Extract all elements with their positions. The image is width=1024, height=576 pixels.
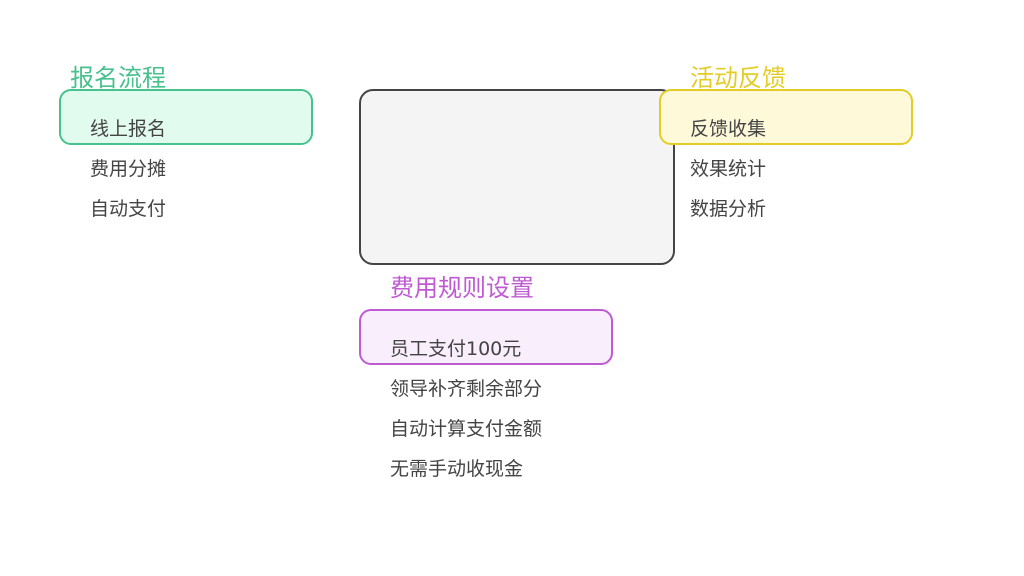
fee-rules-item-employee-pay: 员工支付100元 xyxy=(390,338,522,360)
registration-highlight-box xyxy=(59,89,313,145)
fee-rules-item-leader-topup: 领导补齐剩余部分 xyxy=(390,378,543,400)
fee-rules-item-auto-calculate: 自动计算支付金额 xyxy=(390,418,543,440)
fee-rules-title: 费用规则设置 xyxy=(390,274,534,302)
fee-rules-item-no-cash: 无需手动收现金 xyxy=(390,458,524,480)
registration-item-auto-payment: 自动支付 xyxy=(90,198,167,220)
fee-rules-highlight-box xyxy=(359,309,613,365)
feedback-highlight-box xyxy=(659,89,913,145)
feedback-item-analysis: 数据分析 xyxy=(690,198,767,220)
registration-item-cost-sharing: 费用分摊 xyxy=(90,158,167,180)
center-box xyxy=(359,89,675,265)
feedback-item-statistics: 效果统计 xyxy=(690,158,767,180)
feedback-item-collection: 反馈收集 xyxy=(690,118,767,140)
feedback-title: 活动反馈 xyxy=(690,64,786,92)
registration-item-online-signup: 线上报名 xyxy=(90,118,167,140)
registration-title: 报名流程 xyxy=(70,64,166,92)
